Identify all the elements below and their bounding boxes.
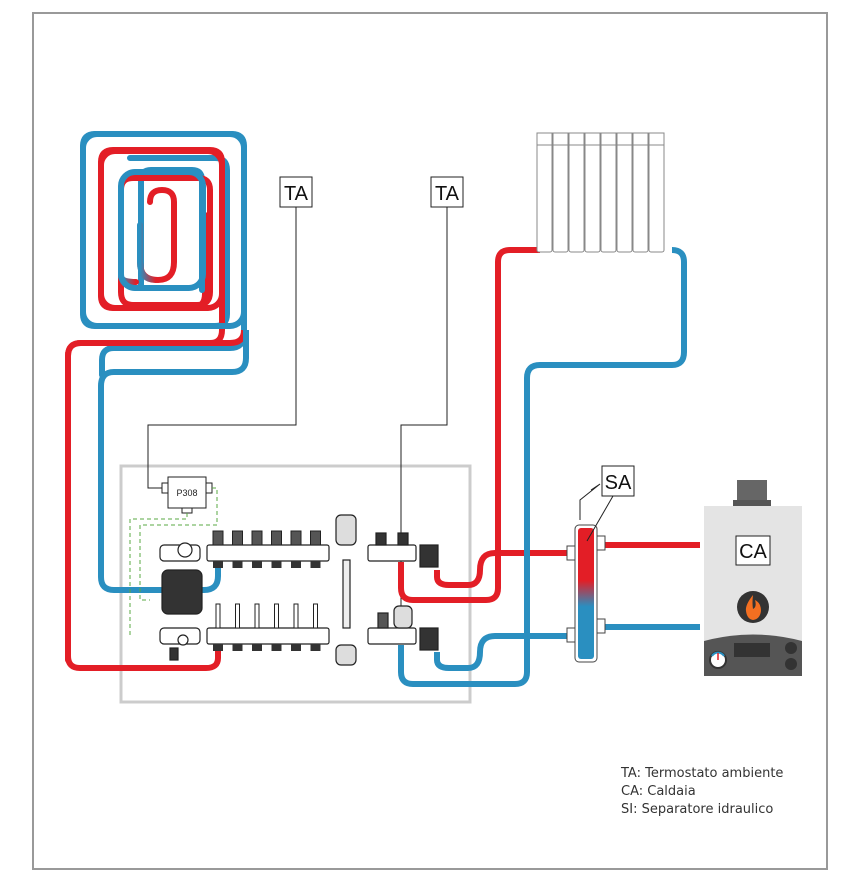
controller-label: P308 <box>176 488 197 498</box>
radiator-section <box>552 132 569 253</box>
return-outlet <box>291 644 301 651</box>
radiator-section-header <box>536 132 553 146</box>
supply-valve-cap <box>251 530 263 546</box>
diagram-frame <box>32 12 828 870</box>
flow-meter <box>235 603 240 629</box>
radiator-section <box>584 132 601 253</box>
svg-text:SA: SA <box>605 472 632 494</box>
label-sa: SA <box>601 465 635 497</box>
radiator <box>536 132 665 253</box>
manifold <box>159 514 439 666</box>
legend: TA: Termostato ambiente CA: Caldaia SI: … <box>621 765 783 819</box>
svg-text:TA: TA <box>284 183 309 205</box>
pipe-separator-hot <box>434 550 568 588</box>
pipe-separator-cold <box>434 633 568 671</box>
return-outlet <box>232 644 243 651</box>
legend-item-si: SI: Separatore idraulico <box>621 802 774 817</box>
radiator-section <box>568 132 585 253</box>
radiator-section <box>648 132 665 253</box>
coil-red-inner <box>118 175 213 308</box>
radiator-section-header <box>584 132 601 146</box>
supply-valve-cap <box>271 530 282 546</box>
legend-item-ta: TA: Termostato ambiente <box>621 766 784 781</box>
flow-meter <box>215 603 221 629</box>
radiator-section-header <box>552 132 569 146</box>
flame-icon <box>745 595 761 620</box>
supply-outlet <box>271 561 282 568</box>
return-outlet <box>213 644 223 651</box>
hydraulic-separator <box>566 495 614 663</box>
flow-meter <box>293 603 299 629</box>
coil-detail <box>80 131 247 329</box>
boiler <box>704 480 802 676</box>
pipe-coil-return <box>98 330 249 593</box>
radiator-section <box>536 132 553 253</box>
radiator-section-header <box>616 132 633 146</box>
dashed-wiring <box>129 487 218 635</box>
svg-text:CA: CA <box>739 541 767 563</box>
supply-outlet <box>213 561 223 568</box>
pipe-coil-supply <box>65 329 247 671</box>
label-ca: CA <box>735 535 771 566</box>
radiator-section-header <box>632 132 649 146</box>
pipe-radiator-return <box>398 247 687 687</box>
flame-badge <box>737 591 769 623</box>
supply-valve-cap <box>212 530 224 546</box>
flow-meter <box>254 603 260 629</box>
legend-item-ca: CA: Caldaia <box>621 784 696 799</box>
pipe-radiator-supply <box>398 247 540 603</box>
supply-outlet <box>252 561 262 568</box>
return-outlet <box>271 644 282 651</box>
label-ta-right: TA <box>430 176 464 208</box>
radiator-section-header <box>648 132 665 146</box>
return-outlet <box>310 644 321 651</box>
return-manifold-bar <box>206 627 330 645</box>
supply-manifold-bar <box>206 544 330 562</box>
flow-meter <box>274 603 279 629</box>
radiator-section <box>616 132 633 253</box>
supply-outlet <box>291 561 301 568</box>
radiator-section-header <box>600 132 617 146</box>
svg-text:TA: TA <box>435 183 460 205</box>
supply-valve-cap <box>232 530 243 546</box>
secondary-pipes <box>398 247 700 687</box>
flow-meter <box>313 603 318 629</box>
label-ta-left: TA <box>279 176 313 208</box>
supply-outlet <box>232 561 243 568</box>
controller-p308: P308 <box>161 476 213 514</box>
supply-valve-cap <box>310 530 321 546</box>
radiator-section <box>632 132 649 253</box>
supply-outlet <box>310 561 321 568</box>
return-outlet <box>252 644 262 651</box>
radiator-section <box>600 132 617 253</box>
radiator-section-header <box>568 132 585 146</box>
manifold-outlets <box>212 530 321 651</box>
supply-valve-cap <box>290 530 302 546</box>
